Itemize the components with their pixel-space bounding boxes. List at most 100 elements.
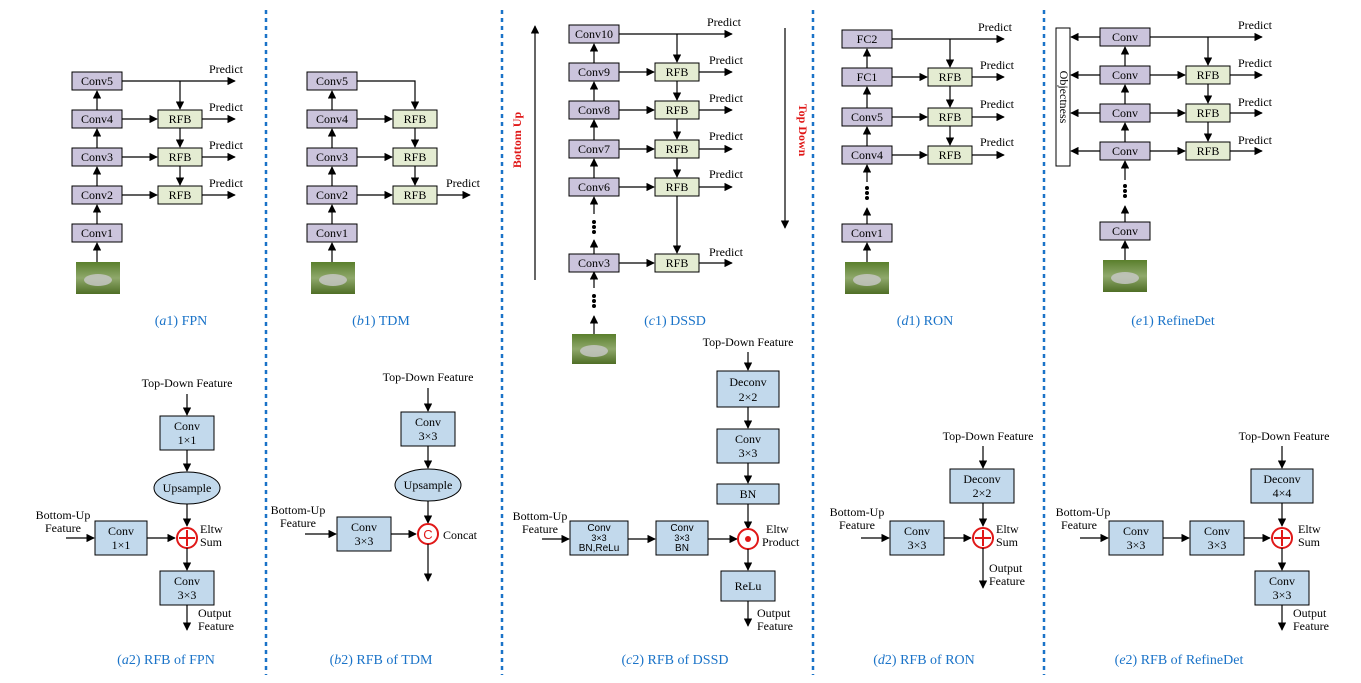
kernel-label: 2×2	[973, 486, 992, 500]
concat-symbol: C	[423, 527, 432, 542]
caption-d1: (d1) RON	[897, 314, 953, 329]
bottom-up-label: Bottom-Up	[1056, 505, 1111, 519]
conv4-label: Conv4	[81, 112, 113, 126]
kernel-label: 1×1	[112, 538, 131, 552]
predict-label: Predict	[980, 58, 1015, 72]
panel-e2-rfb-refinedet: Top-Down Feature Deconv 4×4 Bottom-Up Fe…	[1056, 429, 1330, 668]
predict-label: Predict	[209, 176, 244, 190]
conv-label: Conv	[670, 523, 693, 534]
top-down-feature-label: Top-Down Feature	[383, 370, 474, 384]
conv4-label: Conv4	[851, 148, 883, 162]
conv-label: Conv	[108, 524, 134, 538]
kernel-label: 3×3	[355, 534, 374, 548]
panel-b2-rfb-tdm: Top-Down Feature Conv 3×3 Upsample Botto…	[271, 370, 478, 668]
conv-3x3-box	[1254, 570, 1310, 606]
conv9-label: Conv9	[578, 65, 610, 79]
conv2-label: Conv2	[316, 188, 348, 202]
predict-label: Predict	[709, 129, 744, 143]
fc2-label: FC2	[857, 32, 878, 46]
kernel-label: 3×3	[419, 429, 438, 443]
concat-label: Concat	[443, 528, 478, 542]
rfb-label: RFB	[169, 188, 192, 202]
caption-a2: (a2) RFB of FPN	[117, 653, 215, 668]
rfb-label: RFB	[169, 112, 192, 126]
conv3-label: Conv3	[578, 256, 610, 270]
sum-label: Sum	[200, 535, 223, 549]
rfb-label: RFB	[1197, 106, 1220, 120]
top-down-feature-label: Top-Down Feature	[1239, 429, 1330, 443]
conv-bn-box	[655, 520, 709, 556]
caption-e2: (e2) RFB of RefineDet	[1115, 653, 1244, 668]
caption-e1: (e1) RefineDet	[1131, 314, 1215, 329]
output-label: Output	[198, 606, 232, 620]
conv-label: Conv	[1112, 224, 1138, 238]
predict-label: Predict	[1238, 18, 1273, 32]
rfb-label: RFB	[666, 180, 689, 194]
rfb-label: RFB	[404, 188, 427, 202]
rfb-label: RFB	[666, 256, 689, 270]
kernel-label: 3×3	[674, 533, 689, 543]
rfb-label: RFB	[666, 142, 689, 156]
top-down-feature-label: Top-Down Feature	[943, 429, 1034, 443]
conv-label: Conv	[351, 520, 377, 534]
panel-a2-rfb-fpn: Top-Down Feature Conv 1×1 Upsample Botto…	[36, 376, 234, 668]
conv2-label: Conv2	[81, 188, 113, 202]
eltw-label: Eltw	[1298, 522, 1321, 536]
conv5-label: Conv5	[851, 110, 883, 124]
top-down-feature-label: Top-Down Feature	[703, 335, 794, 349]
feature-label: Feature	[1061, 518, 1097, 532]
top-down-feature-label: Top-Down Feature	[142, 376, 233, 390]
bn-relu-label: BN,ReLu	[579, 543, 620, 554]
conv-3x3-box	[716, 428, 780, 464]
feature-label: Feature	[280, 516, 316, 530]
bottom-up-label: Bottom-Up	[36, 508, 91, 522]
bottom-up-label: Bottom-Up	[271, 503, 326, 517]
conv-label: Conv	[1112, 30, 1138, 44]
kernel-label: 3×3	[739, 446, 758, 460]
rfb-label: RFB	[1197, 68, 1220, 82]
sum-label: Sum	[996, 535, 1019, 549]
conv-3x3-box	[1108, 520, 1164, 556]
deconv-label: Deconv	[729, 375, 766, 389]
eltw-label: Eltw	[200, 522, 223, 536]
kernel-label: 3×3	[1208, 538, 1227, 552]
panel-a1-fpn: Conv1 Conv2 Conv3 Conv4 Conv5 RFB RFB RF…	[71, 62, 244, 329]
predict-label: Predict	[209, 100, 244, 114]
rfb-label: RFB	[404, 150, 427, 164]
output-label: Output	[1293, 606, 1327, 620]
predict-label: Predict	[980, 135, 1015, 149]
conv5-label: Conv5	[316, 74, 348, 88]
kernel-label: 4×4	[1273, 486, 1292, 500]
bottom-up-label: Bottom-Up	[513, 509, 568, 523]
rfb-label: RFB	[666, 65, 689, 79]
caption-b1: (b1) TDM	[352, 314, 410, 329]
panel-c1-dssd: Bottom Up Top Down Conv3 Conv6 Conv7 Con…	[510, 15, 810, 364]
deconv-label: Deconv	[963, 472, 1000, 486]
predict-label: Predict	[709, 53, 744, 67]
deconv-2x2-box	[716, 370, 780, 408]
conv-3x3-box	[400, 411, 456, 447]
panel-d2-rfb-ron: Top-Down Feature Deconv 2×2 Bottom-Up Fe…	[830, 429, 1034, 668]
kernel-label: 2×2	[739, 390, 758, 404]
upsample-label: Upsample	[163, 481, 212, 495]
predict-label: Predict	[709, 167, 744, 181]
conv-label: Conv	[1112, 144, 1138, 158]
conv1-label: Conv1	[851, 226, 883, 240]
panel-e1-refinedet: Objectness Conv Conv Conv Conv Conv RFB …	[1055, 18, 1273, 329]
output-label: Output	[989, 561, 1023, 575]
caption-d2: (d2) RFB of RON	[873, 653, 975, 668]
conv6-label: Conv6	[578, 180, 610, 194]
conv-3x3-box	[336, 516, 392, 552]
feature-label: Feature	[198, 619, 234, 633]
predict-label: Predict	[1238, 95, 1273, 109]
kernel-label: 3×3	[908, 538, 927, 552]
conv-label: Conv	[904, 524, 930, 538]
predict-label: Predict	[209, 62, 244, 76]
predict-label: Predict	[709, 245, 744, 259]
caption-b2: (b2) RFB of TDM	[330, 653, 433, 668]
feature-label: Feature	[1293, 619, 1329, 633]
conv-label: Conv	[1112, 106, 1138, 120]
rfb-label: RFB	[939, 110, 962, 124]
predict-label: Predict	[978, 20, 1013, 34]
